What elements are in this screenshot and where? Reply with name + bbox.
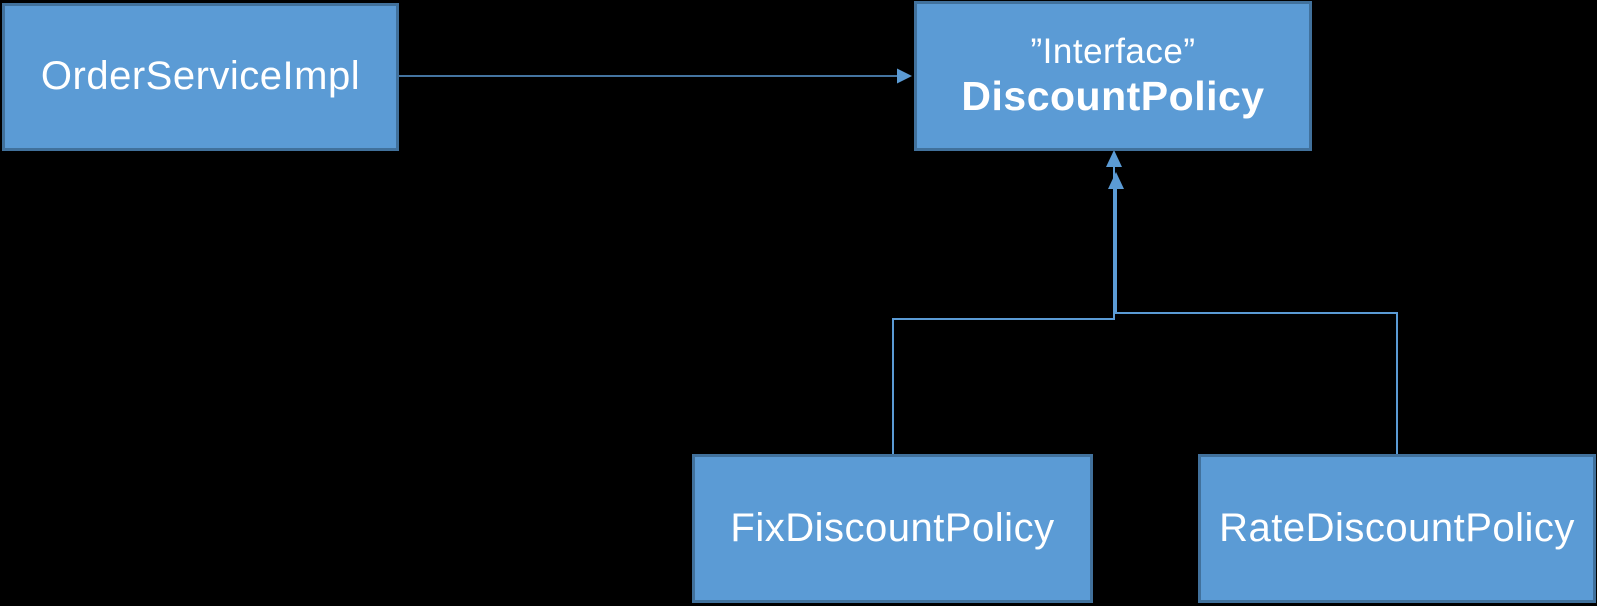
class-box-rate-discount-policy: RateDiscountPolicy	[1198, 454, 1596, 603]
arrowhead-up	[1108, 172, 1124, 189]
implements-connector-rate-to-discountpolicy	[1108, 172, 1398, 454]
dependency-arrow-orderservice-to-discountpolicy	[399, 68, 912, 84]
interface-stereotype: ”Interface”	[1030, 32, 1196, 72]
implements-connector-fix-to-discountpolicy	[892, 150, 1122, 454]
class-label: FixDiscountPolicy	[730, 505, 1055, 550]
arrowhead-up	[1106, 150, 1122, 167]
class-label: RateDiscountPolicy	[1219, 505, 1575, 550]
arrowhead-right	[897, 68, 912, 84]
interface-label: DiscountPolicy	[961, 73, 1265, 120]
class-box-order-service-impl: OrderServiceImpl	[2, 3, 399, 151]
class-label: OrderServiceImpl	[40, 54, 361, 99]
class-box-fix-discount-policy: FixDiscountPolicy	[692, 454, 1093, 603]
interface-box-discount-policy: ”Interface” DiscountPolicy	[914, 1, 1312, 151]
